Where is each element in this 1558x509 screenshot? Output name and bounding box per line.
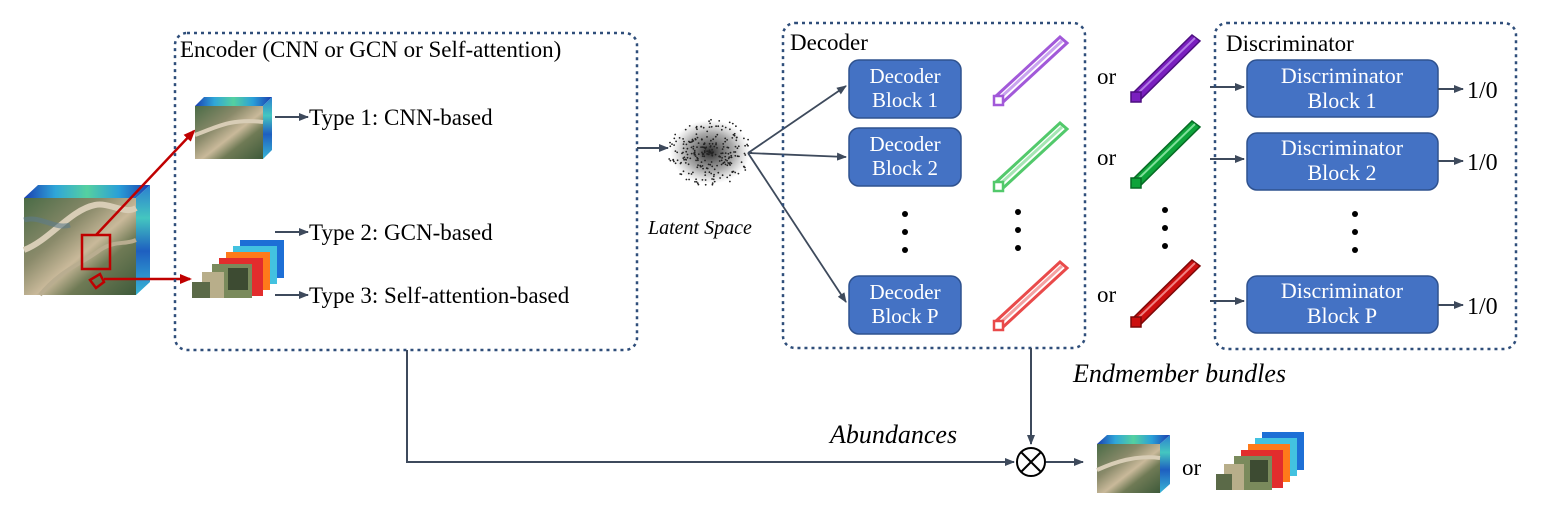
type3-label: Type 3: Self-attention-based [309, 283, 570, 308]
svg-text:Block P: Block P [871, 304, 938, 328]
bundle-bar-2 [1130, 120, 1202, 189]
bundle-bar-p [1130, 259, 1202, 328]
or-label-2: or [1097, 145, 1117, 170]
output-token-stack [1216, 432, 1304, 490]
red-arrow-to-patch [95, 129, 196, 236]
svg-text:Block 2: Block 2 [1307, 160, 1376, 185]
decoder-bar-2 [992, 120, 1070, 193]
discriminator-title: Discriminator [1226, 31, 1354, 56]
bundle-bar-1 [1130, 34, 1202, 103]
latent-points [668, 118, 753, 186]
svg-text:Decoder: Decoder [869, 132, 940, 156]
decoder-bar-p [992, 259, 1070, 332]
svg-text:Block 1: Block 1 [1307, 88, 1376, 113]
abundances-label: Abundances [828, 420, 957, 449]
patch-cube [194, 97, 272, 159]
discriminator-ellipsis [1352, 211, 1358, 253]
encoder-title: Encoder (CNN or GCN or Self-attention) [180, 37, 561, 62]
arrow-latent-dec2 [747, 152, 847, 161]
decoder-block-1: Decoder Block 1 [848, 59, 962, 119]
discriminator-block-2: Discriminator Block 2 [1246, 132, 1439, 191]
decoder-ellipsis [902, 209, 1021, 253]
token-stack [192, 240, 284, 298]
bundle-ellipsis [1162, 207, 1168, 249]
discP-output: 1/0 [1467, 294, 1498, 320]
svg-text:Decoder: Decoder [869, 280, 940, 304]
abundances-path [406, 350, 1015, 466]
latent-label: Latent Space [647, 217, 752, 239]
multiply-operator-icon [1016, 447, 1046, 477]
arrow-latent-decP [747, 152, 847, 303]
type2-label: Type 2: GCN-based [309, 220, 493, 245]
svg-text:Discriminator: Discriminator [1281, 278, 1404, 303]
or-label-p: or [1097, 282, 1117, 307]
svg-text:Discriminator: Discriminator [1281, 135, 1404, 160]
discriminator-block-1: Discriminator Block 1 [1246, 59, 1439, 118]
endmember-bundles-label: Endmember bundles [1072, 359, 1286, 388]
decoder-title: Decoder [790, 30, 868, 55]
decoder-block-p: Decoder Block P [848, 275, 962, 335]
discriminator-block-p: Discriminator Block P [1246, 275, 1439, 334]
arrow-latent-dec1 [747, 85, 847, 154]
decoder-bar-1 [992, 34, 1070, 107]
svg-text:Discriminator: Discriminator [1281, 63, 1404, 88]
disc2-output: 1/0 [1467, 150, 1498, 176]
output-cube [1096, 435, 1170, 493]
svg-text:Block 1: Block 1 [872, 88, 938, 112]
disc1-output: 1/0 [1467, 78, 1498, 104]
svg-text:Decoder: Decoder [869, 64, 940, 88]
svg-text:Block P: Block P [1307, 303, 1377, 328]
svg-text:Block 2: Block 2 [872, 156, 938, 180]
type1-label: Type 1: CNN-based [309, 105, 493, 130]
or-label-1: or [1097, 64, 1117, 89]
decoder-block-2: Decoder Block 2 [848, 127, 962, 187]
output-or-label: or [1182, 455, 1202, 480]
